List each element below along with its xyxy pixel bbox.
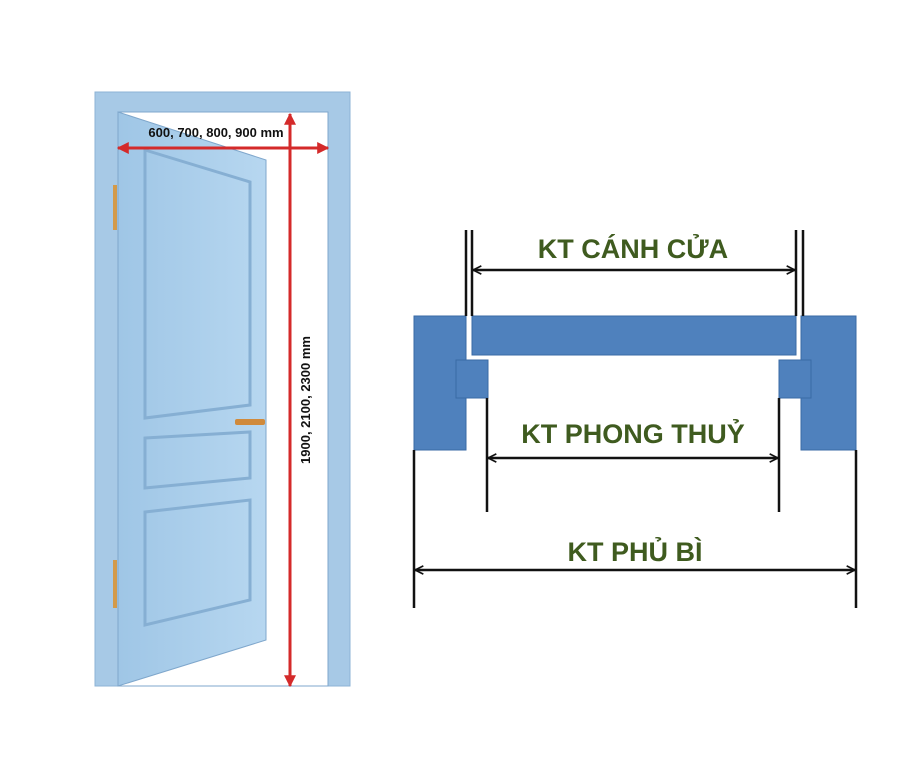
clear-size-label: KT PHONG THUỶ xyxy=(521,417,745,449)
height-label: 1900, 2100, 2300 mm xyxy=(298,336,313,464)
hinge-bottom xyxy=(113,560,117,608)
door-leaf-section xyxy=(471,315,797,356)
door-leaf xyxy=(117,111,267,687)
stop-left xyxy=(455,359,489,399)
door-plan-section: KT CÁNH CỬA KT PHONG THUỶ KT PHỦ BÌ xyxy=(412,230,858,608)
leaf-size-label: KT CÁNH CỬA xyxy=(538,232,728,264)
door-handle xyxy=(235,419,265,425)
extension-lines xyxy=(412,230,858,608)
door-illustration: 600, 700, 800, 900 mm 1900, 2100, 2300 m… xyxy=(94,91,351,688)
door-panel-top xyxy=(143,147,252,420)
stop-right xyxy=(778,359,812,399)
door-panel-bottom xyxy=(143,498,252,627)
hinge-top xyxy=(113,185,117,230)
overall-size-label: KT PHỦ BÌ xyxy=(568,535,703,567)
door-panel-middle xyxy=(143,430,252,490)
width-label: 600, 700, 800, 900 mm xyxy=(148,125,283,140)
frame-right xyxy=(800,315,857,451)
